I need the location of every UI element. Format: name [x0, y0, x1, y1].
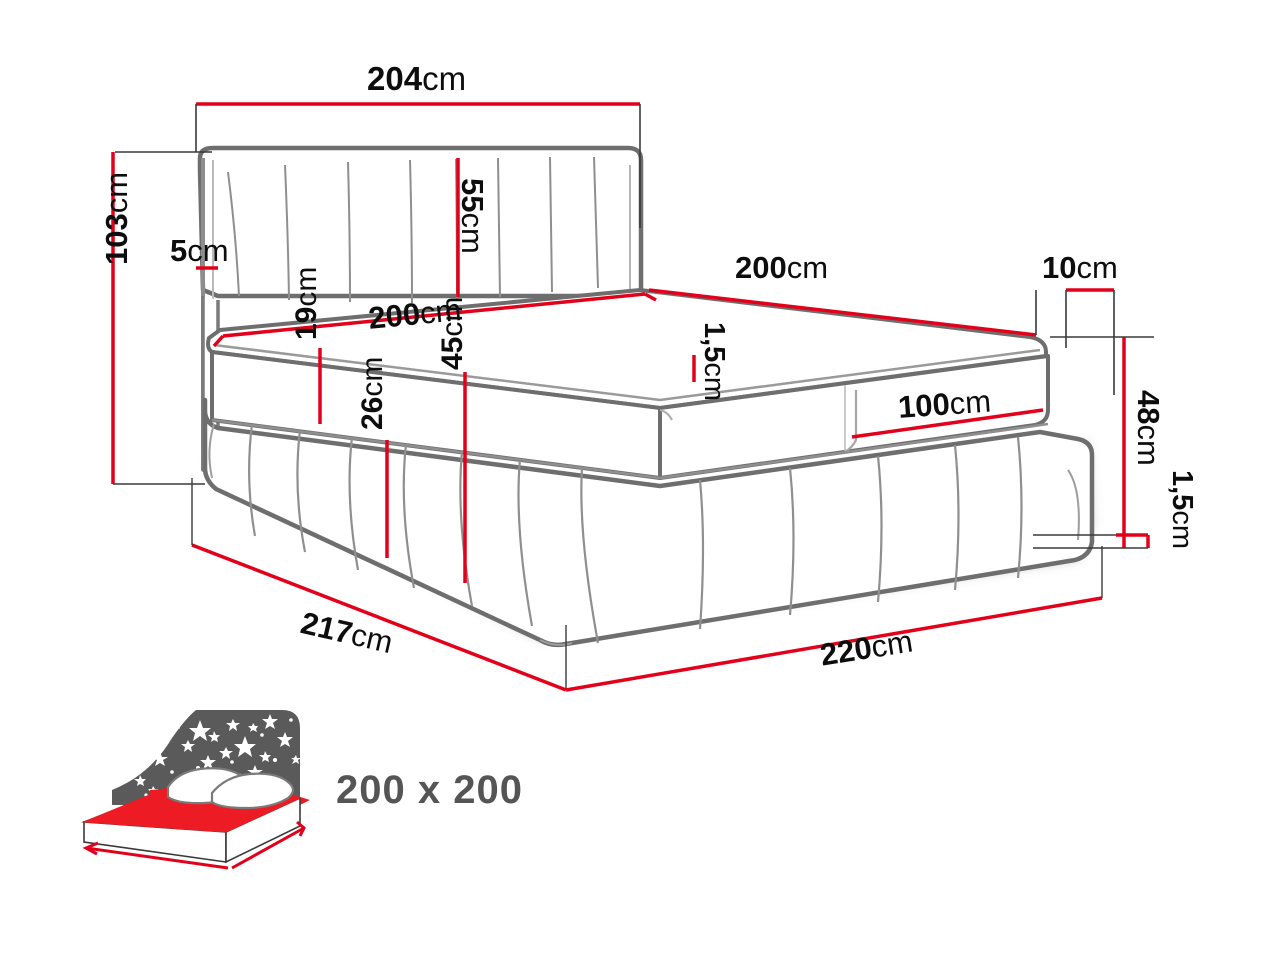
pillows	[166, 767, 295, 810]
label-200cm-left-value: 200	[366, 296, 422, 336]
label-1-5cm-center-unit: cm	[698, 362, 730, 401]
size-arrows	[82, 820, 306, 870]
label-200cm-right-value: 200	[735, 250, 787, 285]
label-1-5cm-right: 1,5cm	[1166, 470, 1198, 549]
label-19cm-value: 19	[290, 306, 323, 340]
label-48cm-value: 48	[1131, 390, 1166, 425]
mattress-size-label: 200 x 200	[336, 768, 523, 812]
label-204cm-value: 204	[367, 60, 423, 97]
label-48cm: 48cm	[1131, 390, 1166, 466]
label-10cm-value: 10	[1042, 250, 1077, 285]
night-sky-bed-icon	[81, 710, 310, 870]
dimension-200cm-right	[648, 288, 1037, 337]
label-26cm: 26cm	[356, 356, 389, 430]
label-26cm-unit: cm	[356, 356, 389, 397]
label-19cm: 19cm	[290, 266, 323, 340]
label-10cm-unit: cm	[1076, 250, 1118, 285]
label-220cm-unit: cm	[868, 623, 916, 665]
dimension-204cm	[115, 102, 641, 228]
label-200cm-right-unit: cm	[786, 250, 829, 285]
label-103cm-unit: cm	[99, 171, 134, 214]
bed-base	[202, 397, 1095, 648]
label-204cm: 204cm	[367, 62, 466, 95]
label-5cm: 5cm	[170, 235, 229, 266]
stars	[121, 714, 301, 797]
label-45cm-value: 45	[436, 336, 469, 370]
label-55cm-value: 55	[455, 178, 490, 213]
label-100cm-unit: cm	[948, 383, 993, 422]
dimension-103cm	[111, 152, 205, 485]
dimension-220cm	[565, 546, 1103, 692]
label-204cm-unit: cm	[422, 60, 467, 97]
label-103cm-value: 103	[99, 213, 134, 265]
label-5cm-unit: cm	[187, 233, 229, 268]
dimension-10cm	[1050, 288, 1154, 395]
dimension-100cm	[851, 408, 1044, 439]
label-5cm-value: 5	[170, 233, 188, 268]
label-100cm: 100cm	[896, 383, 993, 425]
label-1-5cm-center: 1,5cm	[698, 322, 730, 401]
label-45cm: 45cm	[436, 296, 469, 370]
label-100cm-value: 100	[896, 386, 951, 425]
dimension-217cm	[191, 478, 567, 692]
label-48cm-unit: cm	[1131, 424, 1166, 466]
label-26cm-value: 26	[356, 396, 389, 430]
label-103cm: 103cm	[99, 171, 134, 265]
label-19cm-unit: cm	[290, 266, 323, 307]
label-55cm-unit: cm	[455, 212, 490, 254]
label-45cm-unit: cm	[436, 296, 469, 337]
label-1-5cm-center-value: 1,5	[698, 322, 730, 363]
dimension-1-5cm-right	[1116, 533, 1150, 548]
dimension-200cm-left	[212, 292, 657, 348]
label-200cm-right: 200cm	[735, 252, 828, 283]
label-55cm: 55cm	[455, 178, 490, 254]
label-10cm: 10cm	[1042, 252, 1118, 283]
label-1-5cm-right-unit: cm	[1166, 510, 1198, 549]
label-1-5cm-right-value: 1,5	[1166, 470, 1198, 511]
